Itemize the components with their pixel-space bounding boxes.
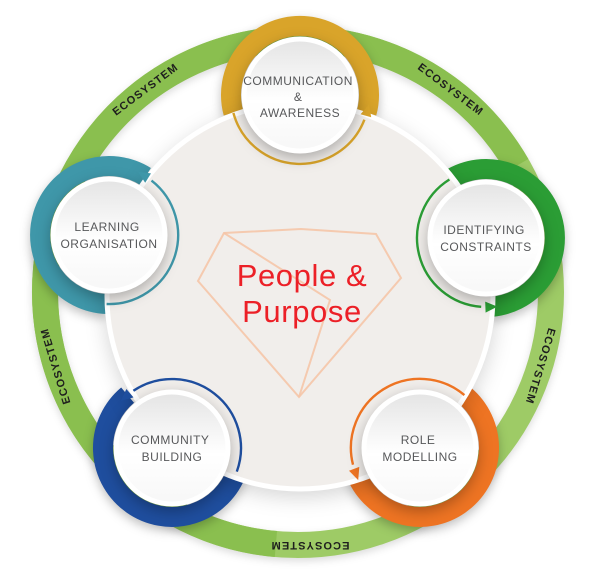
identifying-constraints-arrowhead-icon <box>485 301 498 313</box>
label-line: CONSTRAINTS <box>440 240 532 254</box>
flow-arrows <box>106 104 498 481</box>
community-building-ring <box>93 387 247 527</box>
role-modelling-disc <box>361 389 479 507</box>
identifying-constraints-label: IDENTIFYING CONSTRAINTS <box>440 223 532 254</box>
learning-organisation-disc <box>50 176 168 294</box>
learning-organisation-label: LEARNING ORGANISATION <box>60 220 157 251</box>
learning-organisation-ring <box>30 156 151 314</box>
node-learning-organisation: LEARNING ORGANISATION <box>50 176 168 294</box>
communication-awareness-ring <box>221 15 379 116</box>
learning-organisation-flow-arc <box>106 179 180 306</box>
ecosystem-ring-label-top-right: ECOSYSTEM <box>415 61 485 118</box>
node-communication-awareness: COMMUNICATION & AWARENESS <box>241 36 359 154</box>
communication-awareness-disc <box>241 36 359 154</box>
ecosystem-ring-label-bottom: ECOSYSTEM <box>271 539 350 551</box>
communication-awareness-arrowhead-icon <box>360 104 372 118</box>
label-line: AWARENESS <box>260 106 340 120</box>
label-line: COMMUNICATION <box>243 74 353 88</box>
label-line: & <box>294 90 303 104</box>
diamond-facet-line <box>223 232 332 398</box>
role-modelling-ring <box>345 387 499 527</box>
diamond-outline <box>196 227 403 399</box>
role-modelling-arrowhead-icon <box>349 466 360 481</box>
role-modelling-flow-arc <box>349 377 466 465</box>
community-building-disc <box>113 389 231 507</box>
node-identifying-constraints: IDENTIFYING CONSTRAINTS <box>427 179 545 297</box>
ecosystem-ring-label-top-left: ECOSYSTEM <box>111 61 181 118</box>
label-line: MODELLING <box>382 450 457 464</box>
center-title-line2: Purpose <box>242 294 362 329</box>
identifying-constraints-disc <box>427 179 545 297</box>
node-community-building: COMMUNITY BUILDING <box>113 389 231 507</box>
center-title-line1: People & <box>237 258 368 293</box>
center-disc-group: People & Purpose <box>104 100 496 492</box>
label-line: ORGANISATION <box>60 237 157 251</box>
identifying-constraints-flow-arc <box>415 178 482 308</box>
communication-awareness-label: COMMUNICATION & AWARENESS <box>243 74 356 120</box>
community-building-arrowhead-icon <box>120 389 134 401</box>
label-line: COMMUNITY <box>131 433 209 447</box>
label-line: LEARNING <box>74 220 139 234</box>
community-building-flow-arc <box>132 377 243 473</box>
communication-awareness-flow-arc <box>232 112 366 166</box>
identifying-constraints-ring <box>444 159 565 317</box>
label-line: ROLE <box>401 433 436 447</box>
node-role-modelling: ROLE MODELLING <box>361 389 479 507</box>
community-building-label: COMMUNITY BUILDING <box>131 433 213 464</box>
node-color-rings <box>30 15 565 527</box>
label-line: IDENTIFYING <box>443 223 525 237</box>
learning-organisation-arrowhead-icon <box>137 171 151 183</box>
role-modelling-label: ROLE MODELLING <box>382 433 457 464</box>
label-line: BUILDING <box>142 450 203 464</box>
